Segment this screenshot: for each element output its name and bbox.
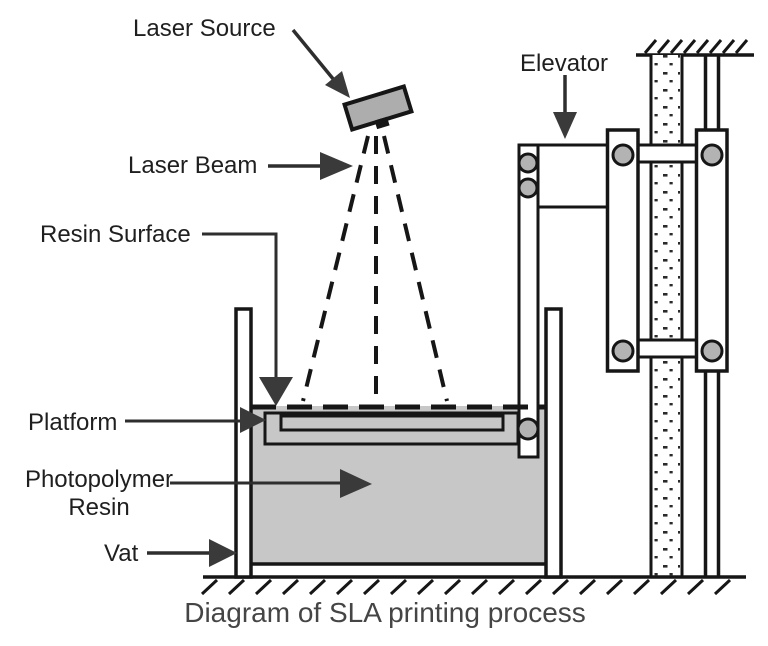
carriage-right-plate [694,128,729,373]
vat-left-wall [234,307,253,579]
carriage-upper-crossbar [635,143,700,164]
laser-aperture [374,116,390,130]
elevator-carriage [516,128,729,459]
vat-arrow [147,539,237,567]
elevator-arrow [553,75,577,139]
vat-right-wall [544,307,563,579]
carriage-rollers [516,143,724,441]
label-photopolymer-resin: Photopolymer Resin [24,466,174,521]
ceiling-mount [636,39,754,57]
vat-walls [234,307,563,579]
carriage-left-plate [605,128,640,373]
platform-arrow [125,407,266,433]
label-laser-source: Laser Source [133,15,276,42]
laser-source-arrow [291,28,350,98]
label-resin-surface: Resin Surface [40,221,191,248]
ground [200,575,746,596]
carriage-lower-crossbar [635,338,700,359]
annotation-arrows [125,28,577,567]
photopolymer-resin-arrow [170,469,372,498]
laser-source-box [342,84,414,132]
laser-beams [301,135,449,402]
platform-post [517,143,540,459]
label-laser-beam: Laser Beam [128,152,258,179]
figure-caption: Diagram of SLA printing process [184,597,586,628]
label-elevator: Elevator [520,50,609,77]
label-platform: Platform [28,409,118,436]
resin-surface-arrow [202,232,293,406]
lead-screw [649,55,684,576]
build-platform [263,411,520,446]
laser-beam-arrow [268,152,353,180]
label-vat: Vat [104,540,139,567]
